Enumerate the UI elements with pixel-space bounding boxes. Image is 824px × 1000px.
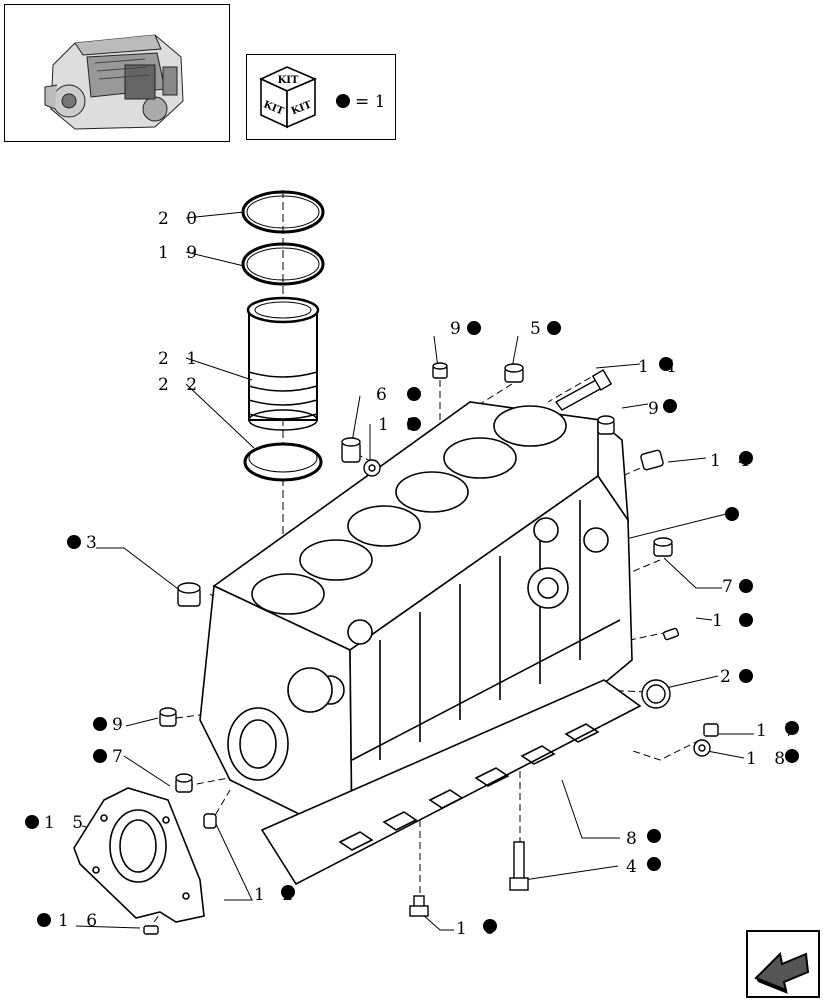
kit-legend-box: KIT KIT KIT = 1 (246, 54, 396, 140)
seal-ring-19 (241, 242, 325, 286)
engine-block (199, 401, 633, 842)
callout-5: 5 (530, 319, 547, 339)
callout-9-right: 9 (648, 399, 665, 419)
callout-6: 6 (376, 385, 393, 405)
arrow-icon (754, 951, 810, 994)
callout-18: 1 8 (746, 749, 791, 769)
plug-6 (341, 437, 361, 463)
seal-2 (641, 679, 671, 709)
plug-7-right (653, 537, 673, 557)
bolt-11 (554, 369, 613, 411)
plug-9-left (159, 707, 177, 727)
callout-14: 1 4 (710, 451, 755, 471)
washer-18 (693, 739, 711, 757)
bolt-4 (509, 841, 529, 891)
kit-marker-dots (25, 321, 799, 933)
callout-2: 2 (720, 667, 737, 687)
kit-equals-text: = 1 (355, 92, 385, 112)
callout-4: 4 (626, 857, 643, 877)
callout-19: 1 9 (158, 243, 203, 263)
callout-21: 2 1 (158, 349, 203, 369)
engine-thumbnail-box (4, 4, 230, 142)
plug-7-left (175, 773, 193, 793)
leader-lines (75, 211, 754, 931)
plug-17 (703, 723, 719, 737)
callout-7-right: 7 (722, 577, 739, 597)
callout-13: 1 3 (378, 415, 423, 435)
plug-3 (177, 582, 201, 607)
bolt-10 (409, 895, 429, 917)
cylinder-liner-21 (246, 296, 320, 431)
callout-20: 2 0 (158, 209, 203, 229)
callout-16: 1 6 (58, 911, 103, 931)
kit-label-top: KIT (278, 75, 299, 86)
callout-9-left: 9 (112, 715, 129, 735)
kit-dot-icon (336, 94, 350, 108)
plug-9-right (597, 415, 615, 435)
callout-22: 2 2 (158, 375, 203, 395)
plug-14 (640, 449, 664, 471)
callout-7-left: 7 (112, 747, 129, 767)
callout-17: 1 7 (756, 721, 801, 741)
pin-12-right (662, 627, 680, 641)
pin-12-left (203, 813, 217, 829)
plug-5 (504, 363, 524, 383)
callout-9-top: 9 (450, 319, 467, 339)
washer-13 (363, 459, 381, 477)
callout-15: 1 5 (44, 813, 89, 833)
plug-9-top (432, 362, 448, 379)
kit-cube-icon: KIT KIT KIT = 1 (259, 66, 385, 129)
callout-3: 3 (86, 533, 103, 553)
rear-seal-housing-15 (73, 787, 205, 923)
next-page-button[interactable] (746, 930, 820, 998)
engine-thumbnail-icon (44, 34, 184, 130)
bolt-16 (143, 925, 159, 935)
oil-pan-gasket-8 (260, 679, 642, 886)
callout-8: 8 (626, 829, 643, 849)
